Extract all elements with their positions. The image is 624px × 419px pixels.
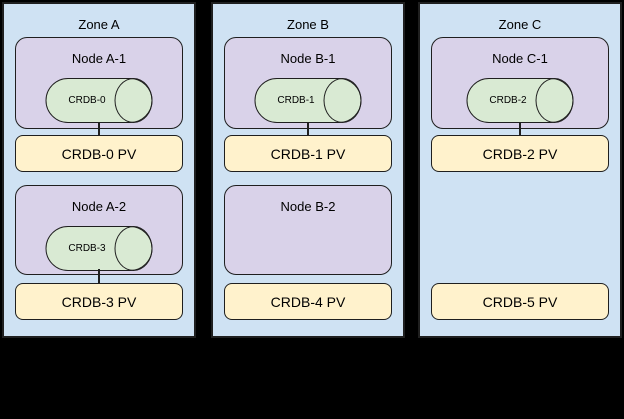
node-b-2-empty: Node B-2 — [224, 185, 392, 275]
zone-title: Zone A — [78, 17, 120, 32]
pv-label: CRDB-5 PV — [482, 293, 558, 310]
pv-box: CRDB-3 PV — [15, 283, 183, 320]
zone-b: Zone B Node B-1 CRDB-1 CRDB-1 PV Node B-… — [211, 2, 405, 338]
crdb-pod-cylinder: CRDB-0 — [45, 78, 153, 123]
crdb-pod-cylinder: CRDB-3 — [45, 226, 153, 271]
pv-box: CRDB-1 PV — [224, 135, 392, 172]
pv-label: CRDB-0 PV — [61, 145, 137, 162]
node-label: Node B-2 — [280, 199, 336, 214]
cylinder-cap — [323, 78, 362, 123]
pv-connector-line — [307, 122, 309, 137]
pv-label: CRDB-4 PV — [270, 293, 346, 310]
pv-label: CRDB-2 PV — [482, 145, 558, 162]
pod-label: CRDB-1 — [277, 95, 315, 106]
pv-box: CRDB-2 PV — [431, 135, 609, 172]
cylinder-cap — [114, 226, 153, 271]
pv-box: CRDB-5 PV — [431, 283, 609, 320]
cylinder-cap — [114, 78, 153, 123]
node-label: Node B-1 — [280, 51, 336, 66]
pod-label: CRDB-2 — [489, 95, 527, 106]
node-label: Node A-1 — [71, 51, 127, 66]
crdb-pod-cylinder: CRDB-1 — [254, 78, 362, 123]
node-b-1: Node B-1 CRDB-1 — [224, 37, 392, 129]
pv-label: CRDB-1 PV — [270, 145, 346, 162]
diagram-canvas: Zone A Node A-1 CRDB-0 CRDB-0 PV Node A-… — [2, 2, 622, 338]
node-a-2: Node A-2 CRDB-3 — [15, 185, 183, 275]
pv-connector-line — [519, 122, 521, 137]
node-label: Node A-2 — [71, 199, 127, 214]
node-label: Node C-1 — [492, 51, 548, 66]
pv-connector-line — [98, 122, 100, 137]
crdb-pod-cylinder: CRDB-2 — [466, 78, 574, 123]
pv-box: CRDB-4 PV — [224, 283, 392, 320]
zone-title: Zone C — [498, 17, 542, 32]
pod-label: CRDB-0 — [68, 95, 106, 106]
pv-connector-line — [98, 269, 100, 285]
zone-c: Zone C Node C-1 CRDB-2 CRDB-2 PV CRDB-5 … — [418, 2, 622, 338]
pv-box: CRDB-0 PV — [15, 135, 183, 172]
pv-label: CRDB-3 PV — [61, 293, 137, 310]
pod-label: CRDB-3 — [68, 243, 106, 254]
cylinder-cap — [535, 78, 574, 123]
node-c-1: Node C-1 CRDB-2 — [431, 37, 609, 129]
node-a-1: Node A-1 CRDB-0 — [15, 37, 183, 129]
zone-title: Zone B — [287, 17, 329, 32]
zone-a: Zone A Node A-1 CRDB-0 CRDB-0 PV Node A-… — [2, 2, 196, 338]
